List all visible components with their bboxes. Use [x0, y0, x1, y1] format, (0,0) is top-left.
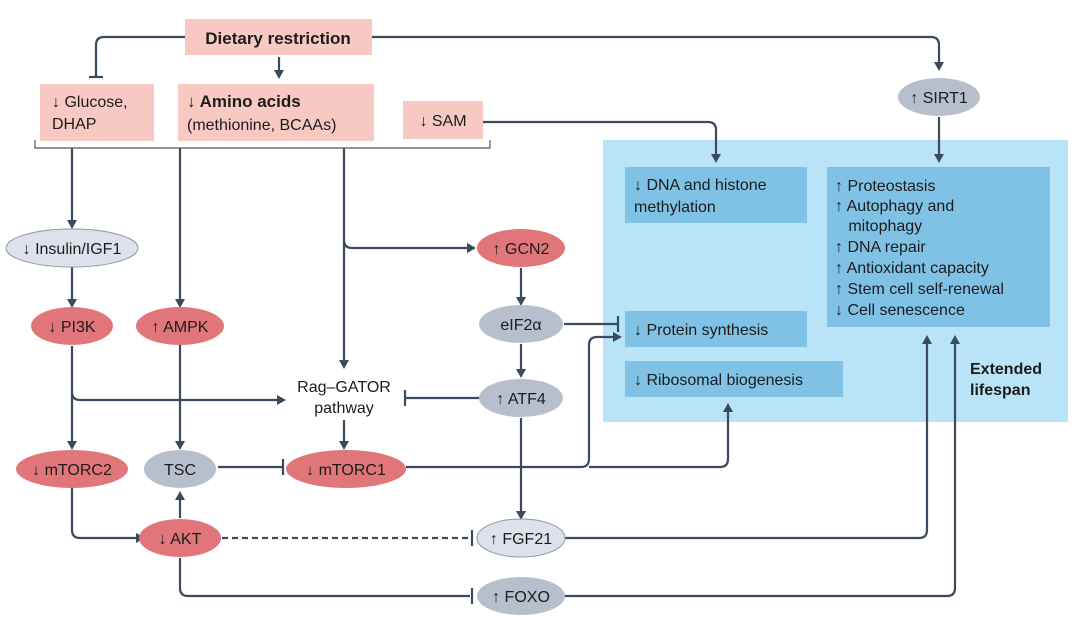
fgf21-label: ↑ FGF21 — [490, 531, 552, 548]
bracket-to-insulin-arrowhead — [67, 220, 77, 229]
sam-to-dna-arrowhead — [711, 154, 721, 163]
ampk-node — [136, 307, 224, 345]
akt-inhibit-foxo-line — [178, 558, 470, 598]
benefits-box — [827, 167, 1050, 327]
dr-to-sirt1-line — [372, 35, 941, 63]
pi3k-node — [31, 307, 113, 345]
branch-to-gcn2-line — [342, 239, 468, 250]
insulin-igf1-node — [5, 228, 139, 268]
bracket-to-rag-arrowhead — [339, 360, 349, 369]
eif2a-node — [479, 305, 563, 343]
dietary-restriction-label: Dietary restriction — [205, 29, 351, 48]
protein-synthesis-label: ↓ Protein synthesis — [634, 322, 768, 339]
sirt1-to-benefits-arrowhead — [934, 154, 944, 163]
glucose-label-line1: ↓ Glucose, — [52, 94, 128, 111]
tsc-label: TSC — [164, 462, 196, 479]
foxo-to-benefits-line — [564, 343, 957, 598]
atf4-label: ↑ ATF4 — [496, 391, 546, 408]
mtorc1-label: ↓ mTORC1 — [306, 462, 386, 479]
benefit-item: mitophagy — [835, 218, 922, 235]
sam-label: ↓ SAM — [419, 113, 466, 130]
mtorc2-to-akt-line — [70, 488, 137, 540]
glucose-label-line2: DHAP — [52, 116, 96, 133]
sirt1-label: ↑ SIRT1 — [910, 90, 968, 107]
pi3k-to-mtorc2-arrowhead — [67, 441, 77, 450]
ribosomal-biogenesis-label: ↓ Ribosomal biogenesis — [634, 372, 803, 389]
dr-to-amino-arrowhead — [274, 70, 284, 79]
amino-acids-label-line2: (methionine, BCAAs) — [187, 117, 336, 134]
branch-to-gcn2-arrowhead — [467, 243, 476, 253]
fgf21-to-benefits-arrowhead — [922, 335, 932, 344]
dna-methylation-label-line2: methylation — [634, 199, 716, 216]
tsc-node — [144, 450, 216, 488]
benefit-item: ↑ DNA repair — [835, 239, 926, 256]
glucose-box — [40, 84, 154, 141]
pi3k-to-rag-line — [70, 391, 278, 402]
fgf21-node — [476, 518, 566, 558]
atf4-node — [479, 379, 563, 417]
amino-acids-box — [178, 84, 374, 141]
dna-methylation-box — [625, 167, 807, 223]
benefit-item: ↑ Stem cell self-renewal — [835, 281, 1004, 298]
benefit-item: ↑ Antioxidant capacity — [835, 260, 989, 277]
akt-node — [139, 519, 221, 557]
pi3k-to-rag-arrowhead — [277, 395, 286, 405]
gcn2-node — [477, 229, 565, 267]
mtorc1-to-protein-line — [406, 335, 614, 469]
eif2a-label: eIF2α — [500, 317, 541, 334]
akt-to-tsc-arrowhead — [175, 491, 185, 500]
sam-to-dna-line — [483, 120, 718, 155]
dietary-restriction-box — [185, 19, 372, 55]
atf4-to-fgf21-arrowhead — [516, 511, 526, 520]
mtorc1-to-protein-arrowhead — [613, 332, 622, 342]
eif2a-to-atf4-arrowhead — [516, 369, 526, 378]
ribosomal-biogenesis-box — [625, 361, 843, 397]
bracket-to-ampk-arrowhead — [175, 299, 185, 308]
benefit-item: ↑ Proteostasis — [835, 178, 935, 195]
dna-methylation-label-line1: ↓ DNA and histone — [634, 177, 767, 194]
ampk-label: ↑ AMPK — [152, 319, 209, 336]
foxo-to-benefits-arrowhead — [950, 335, 960, 344]
foxo-label: ↑ FOXO — [492, 589, 550, 606]
extended-lifespan-label-line1: Extended — [970, 361, 1042, 378]
rag-gator-label-line2: pathway — [314, 400, 374, 417]
foxo-node — [477, 577, 565, 615]
fgf21-to-benefits-line — [564, 343, 929, 540]
benefit-item: ↓ Cell senescence — [835, 302, 965, 319]
sirt1-node — [898, 78, 980, 116]
insulin-igf1-label: ↓ Insulin/IGF1 — [23, 241, 122, 258]
gcn2-label: ↑ GCN2 — [493, 241, 550, 258]
rag-gator-label-line1: Rag–GATOR — [297, 379, 391, 396]
extended-lifespan-label-line2: lifespan — [970, 382, 1030, 399]
dr-to-sirt1-arrowhead — [934, 62, 944, 71]
amino-acids-label-line1: ↓ Amino acids — [187, 92, 301, 111]
signaling-nodes — [5, 78, 980, 615]
insulin-to-pi3k-arrowhead — [67, 299, 77, 308]
rag-to-mtorc1-arrowhead — [339, 441, 349, 450]
mtorc2-label: ↓ mTORC2 — [32, 462, 112, 479]
dr-to-glucose-inhibit-line — [94, 35, 185, 76]
mtorc1-node — [286, 450, 406, 488]
mtorc2-node — [16, 450, 128, 488]
mtorc1-to-ribosomal-arrowhead — [723, 403, 733, 412]
ampk-to-tsc-arrowhead — [175, 441, 185, 450]
akt-label: ↓ AKT — [159, 531, 202, 548]
inputs-bracket — [34, 140, 491, 149]
gcn2-to-eif2a-arrowhead — [516, 297, 526, 306]
labels: Dietary restriction ↓ Glucose, DHAP ↓ Am… — [23, 29, 1042, 606]
benefit-item: ↑ Autophagy and — [835, 198, 954, 215]
sam-box — [403, 101, 483, 139]
connectors — [34, 35, 960, 604]
pi3k-label: ↓ PI3K — [48, 319, 95, 336]
mtorc1-to-ribosomal-line — [589, 411, 730, 469]
protein-synthesis-box — [625, 311, 807, 347]
